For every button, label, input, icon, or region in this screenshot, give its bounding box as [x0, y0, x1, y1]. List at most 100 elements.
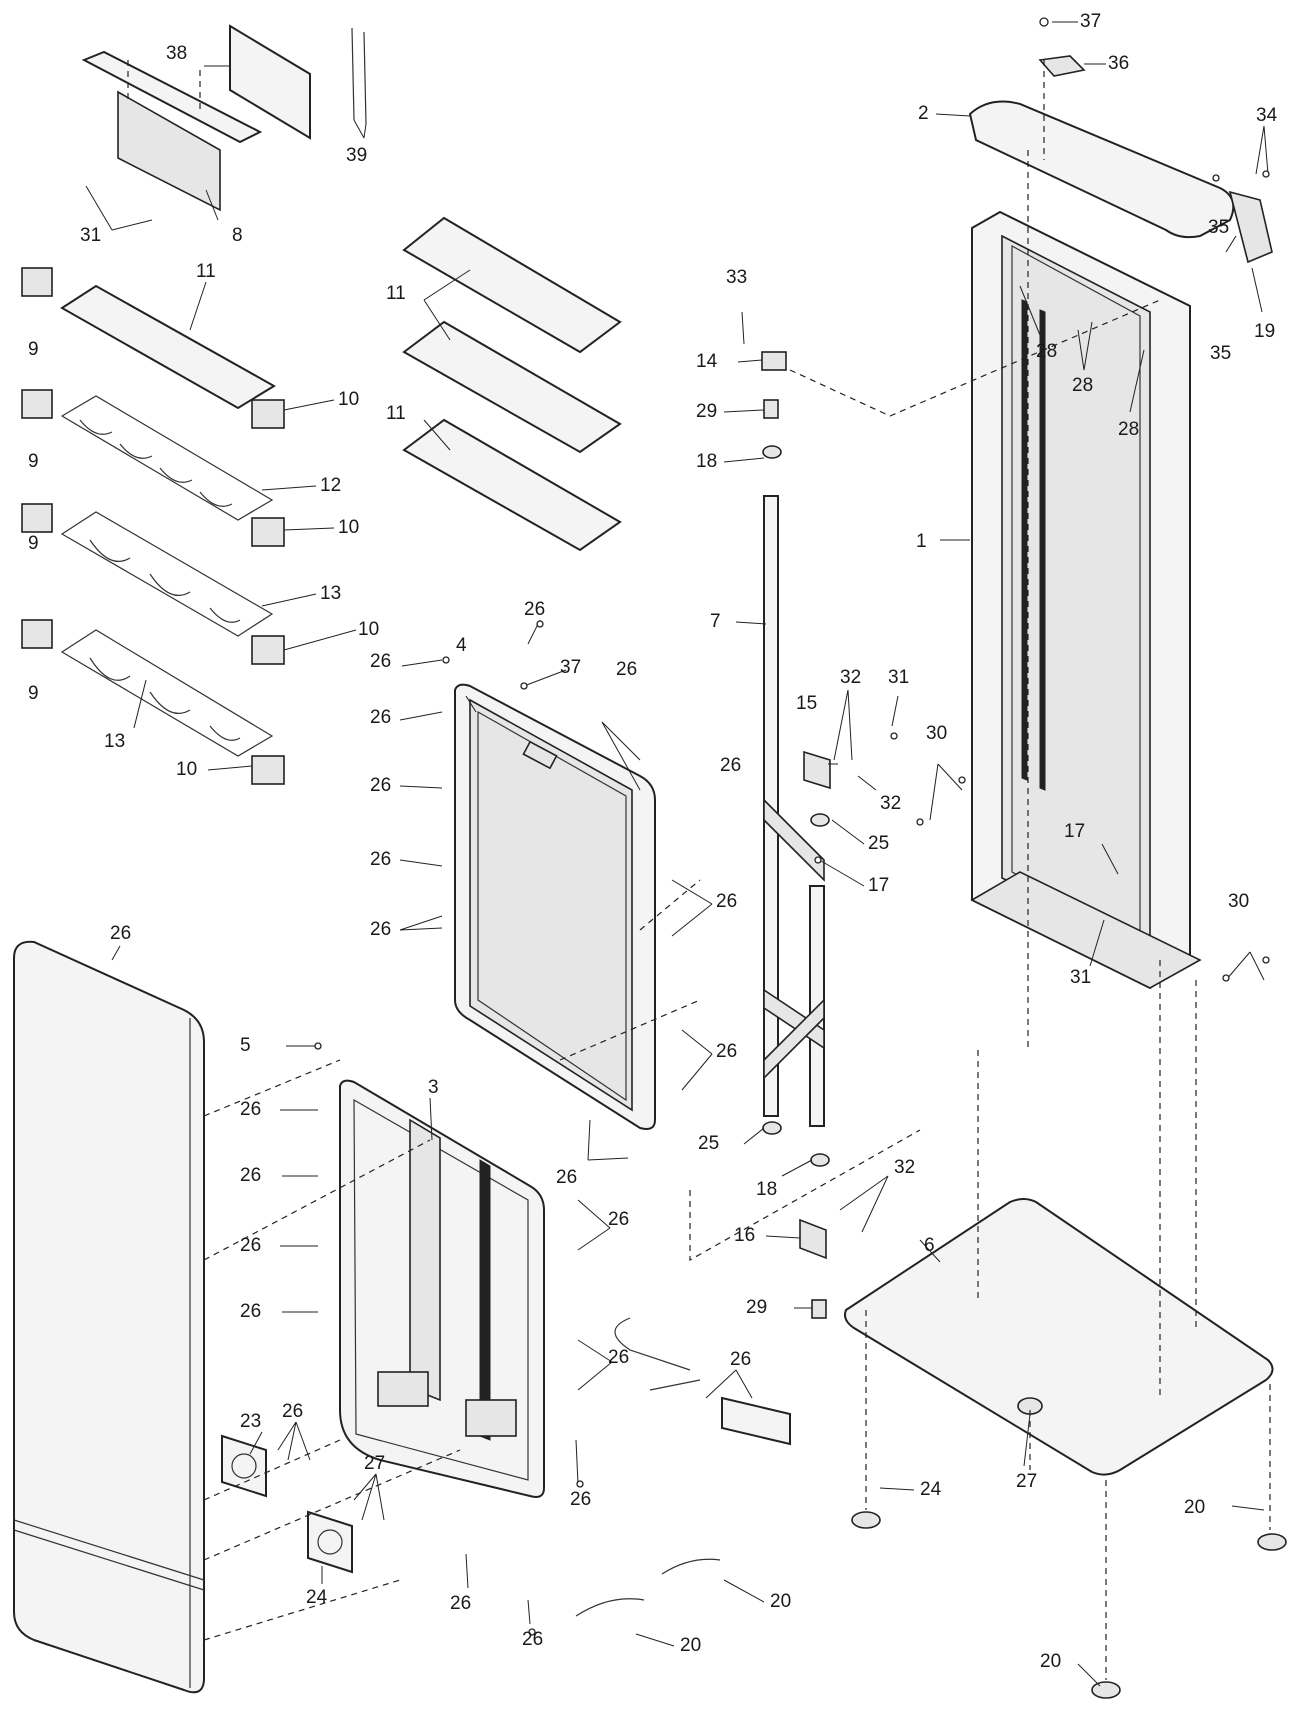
callout-25-lower: 25 [698, 1133, 720, 1154]
callout-26-back-bottom-1: 26 [570, 1489, 592, 1510]
callout-3: 26 [110, 923, 132, 944]
part-29-bolt-bottom [811, 1299, 827, 1319]
part-13-rack-a [60, 511, 274, 637]
assembly-dashed-lines [127, 60, 1271, 1680]
part-13-rack-b [60, 629, 274, 757]
callout-29-top: 29 [696, 401, 718, 422]
callout-11-centre-bottom: 11 [386, 403, 406, 424]
callout-32-lower: 32 [880, 793, 902, 814]
part-15-plate [803, 750, 831, 790]
callout-26-door-1: 26 [370, 651, 392, 672]
callout-9-a: 9 [28, 339, 39, 360]
callout-1: 1 [916, 531, 927, 552]
part-22-cord [661, 1558, 721, 1575]
callout-24-a: 23 [240, 1411, 262, 1432]
part-38-plate [229, 24, 311, 140]
part-11-shelves-centre [402, 216, 622, 552]
callout-19: 19 [1254, 321, 1276, 342]
callout-39: 39 [346, 145, 368, 166]
callout-26-door-3: 26 [370, 775, 392, 796]
callout-20-b: 24 [920, 1479, 942, 1500]
part-9-brackets [21, 267, 53, 649]
part-16-plate [799, 1218, 827, 1260]
callout-28-middle: 28 [1072, 375, 1094, 396]
part-29-bolt-top [763, 399, 779, 419]
callout-37-door: 37 [560, 657, 582, 678]
callout-20-a: 27 [1016, 1471, 1038, 1492]
callout-27-a: 26 [282, 1401, 304, 1422]
callout-27-b: 27 [364, 1453, 386, 1474]
callout-26-back-right-2: 26 [608, 1347, 630, 1368]
callout-17-frame: 17 [1064, 821, 1086, 842]
callout-2: 2 [918, 103, 929, 124]
part-18-washer-top [762, 445, 782, 459]
callout-9-d: 9 [28, 683, 39, 704]
callout-20-c: 20 [1184, 1497, 1206, 1518]
callout-26-door-right-1: 26 [720, 755, 742, 776]
callout-31-frame: 31 [1070, 967, 1092, 988]
callout-36: 36 [1108, 53, 1130, 74]
callout-26-back-4: 26 [240, 1235, 262, 1256]
callout-33: 33 [726, 267, 748, 288]
callout-22: 20 [770, 1591, 792, 1612]
callout-25-upper: 25 [868, 833, 890, 854]
callout-31-bin: 31 [80, 225, 102, 246]
callout-26-door-4: 26 [370, 849, 392, 870]
part-36-clip [1038, 55, 1086, 77]
leader-lines [85, 21, 1269, 1687]
callout-10-d: 10 [176, 759, 198, 780]
callout-13-a: 13 [320, 583, 342, 604]
part-24-speakers [221, 1434, 353, 1574]
callout-28-right: 28 [1118, 419, 1140, 440]
callout-26-back-2: 26 [240, 1099, 262, 1120]
callout-26-back-3: 26 [240, 1165, 262, 1186]
part-18-washer-bottom [810, 1153, 830, 1167]
part-7-post [763, 495, 825, 1127]
callout-38: 38 [166, 43, 188, 64]
part-20-feet [851, 1397, 1287, 1699]
callout-29-bottom: 29 [746, 1297, 768, 1318]
callout-26-back-bottom-2: 26 [450, 1593, 472, 1614]
callout-26-door-bottom: 26 [556, 1167, 578, 1188]
part-5-back-panel [339, 1079, 545, 1498]
callout-26-door-top-right: 26 [616, 659, 638, 680]
callout-8: 8 [232, 225, 243, 246]
part-14-clip [761, 351, 787, 371]
callout-16: 16 [734, 1225, 756, 1246]
callout-26-door-right-3: 26 [716, 1041, 738, 1062]
part-3-front-panel [13, 940, 205, 1694]
callout-37: 37 [1080, 11, 1102, 32]
callout-14: 14 [696, 351, 718, 372]
callout-23: 26 [730, 1349, 752, 1370]
callout-18-bottom: 18 [756, 1179, 778, 1200]
callout-6: 6 [924, 1235, 935, 1256]
callout-9-b: 9 [28, 451, 39, 472]
callout-17-post: 17 [868, 875, 890, 896]
part-19-bracket [1228, 190, 1273, 264]
callout-18-top: 18 [696, 451, 718, 472]
callout-4: 4 [456, 635, 467, 656]
part-23-power-supply [614, 1317, 791, 1446]
callout-26-door-right-2: 26 [716, 891, 738, 912]
callout-12: 12 [320, 475, 342, 496]
part-39-rods [351, 27, 367, 125]
part-21-cord [575, 1598, 645, 1617]
callout-26-door-2: 26 [370, 707, 392, 728]
callout-32-upper: 32 [840, 667, 862, 688]
callout-11-left: 11 [196, 261, 216, 282]
callout-10-a: 10 [338, 389, 360, 410]
callout-10-c: 10 [358, 619, 380, 640]
part-11-shelf-left [60, 284, 276, 410]
callout-26-door-top: 26 [524, 599, 546, 620]
callout-7: 7 [710, 611, 721, 632]
callout-30-left: 30 [926, 723, 948, 744]
callout-9-c: 9 [28, 533, 39, 554]
part-10-brackets [251, 399, 285, 785]
callout-26-back-5: 26 [240, 1301, 262, 1322]
callout-32-bottom: 32 [894, 1157, 916, 1178]
callout-21: 20 [680, 1635, 702, 1656]
callout-20-d: 20 [1040, 1651, 1062, 1672]
callout-26-door-5: 26 [370, 919, 392, 940]
